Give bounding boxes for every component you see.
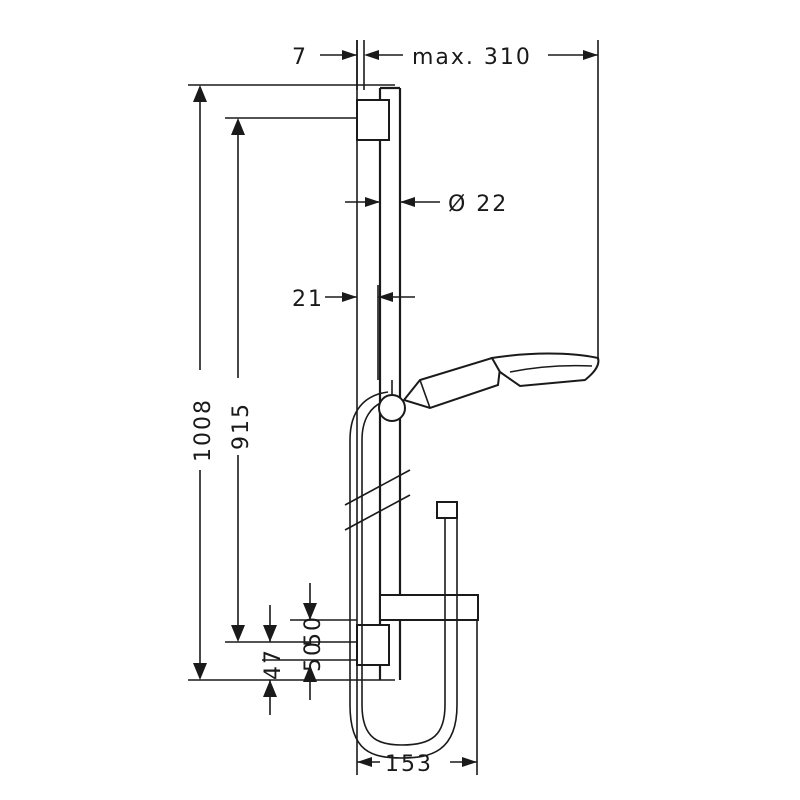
dimension-wall-gap-label: 21 xyxy=(292,287,324,312)
dimension-total-height: 1008 xyxy=(188,84,395,681)
dimension-bar-length-label: 915 xyxy=(229,402,254,450)
dimension-top: 7 max. 310 xyxy=(292,40,599,360)
arrow-head xyxy=(342,292,357,302)
shower-hose xyxy=(349,391,458,759)
arrow-head xyxy=(263,680,277,697)
arrow-head xyxy=(263,625,277,642)
dimension-offset-label: 7 xyxy=(292,45,308,70)
dimension-wall-gap: 21 xyxy=(292,285,415,380)
arrow-head xyxy=(303,665,317,682)
top-wall-bracket xyxy=(356,99,390,141)
break-mark xyxy=(344,469,411,506)
arrow-head xyxy=(364,50,379,60)
arrow-head xyxy=(193,85,207,102)
hose-connector xyxy=(436,501,458,519)
arrow-head xyxy=(231,118,245,135)
dimension-width: 153 xyxy=(357,620,478,777)
arrow-head xyxy=(303,603,317,620)
arrow-head xyxy=(357,757,372,767)
break-mark xyxy=(344,494,411,531)
dimension-lower-a-label: 47 xyxy=(261,648,286,680)
arrow-head xyxy=(462,757,477,767)
dimension-width-label: 153 xyxy=(385,752,433,777)
dimension-bar-length: 915 xyxy=(225,117,357,643)
dimension-diameter-label: Ø 22 xyxy=(448,192,508,217)
arrow-head xyxy=(342,50,357,60)
dimension-lower: 47 50 50 xyxy=(261,583,357,715)
spray-face xyxy=(509,364,593,373)
handle-detail xyxy=(419,379,431,409)
arrow-head xyxy=(365,197,380,207)
dimension-lower-c-label: 50 xyxy=(301,640,326,672)
arrow-head xyxy=(400,197,415,207)
shower-rail-assembly xyxy=(344,40,600,775)
arrow-head xyxy=(583,50,598,60)
arrow-head xyxy=(193,663,207,680)
dimension-lower-b-label: 50 xyxy=(301,615,326,647)
soap-dish xyxy=(379,594,479,621)
slider-knob xyxy=(378,394,406,422)
dimension-total-height-label: 1008 xyxy=(191,398,216,462)
hand-shower-handle xyxy=(402,356,502,410)
hand-shower-head xyxy=(490,352,600,388)
dimension-diameter: Ø 22 xyxy=(345,192,508,217)
dimension-max-reach-label: max. 310 xyxy=(412,45,532,70)
arrow-head xyxy=(378,292,393,302)
arrow-head xyxy=(231,625,245,642)
